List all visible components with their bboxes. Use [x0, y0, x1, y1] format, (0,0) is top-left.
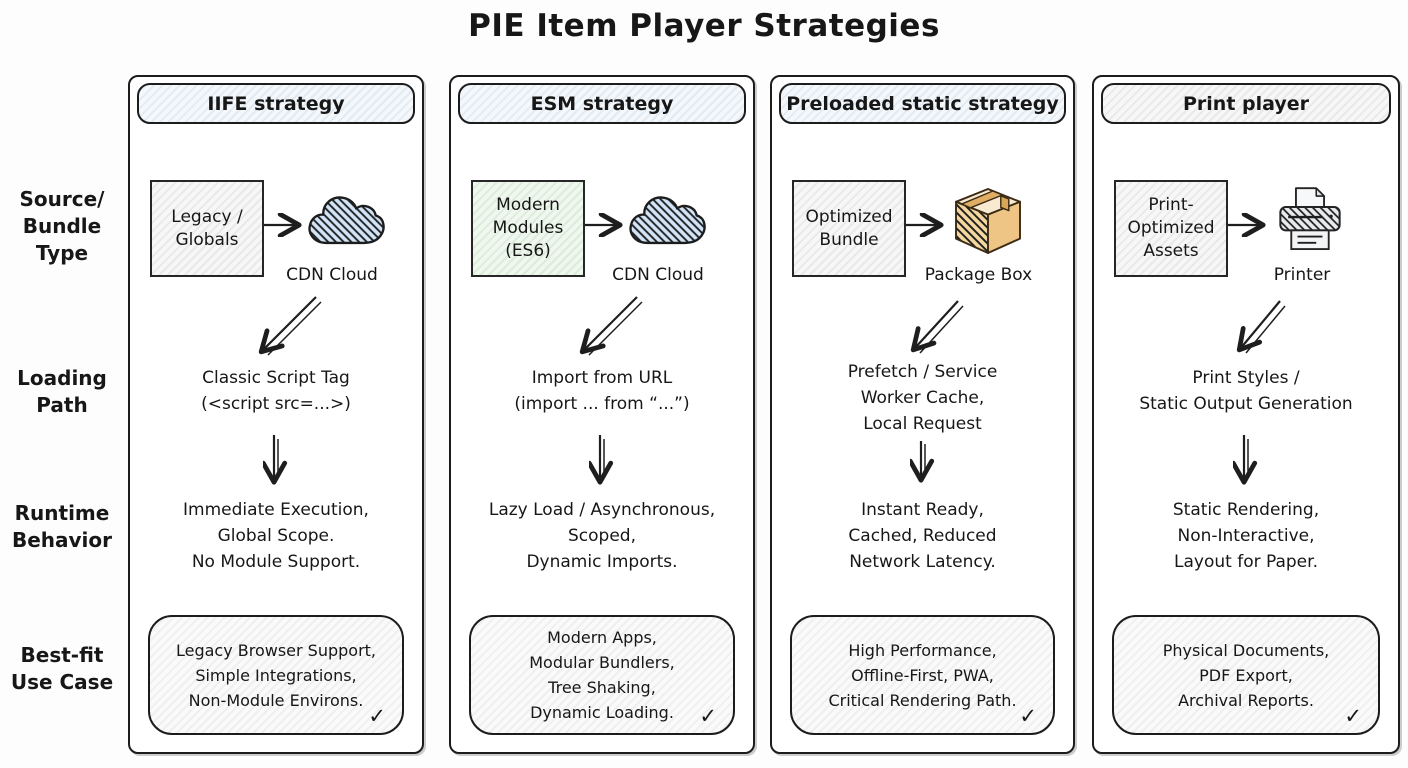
runtime-behavior-text: Static Rendering, Non-Interactive, Layou… — [1172, 500, 1320, 572]
use-case-text: High Performance, Offline-First, PWA, Cr… — [828, 640, 1017, 710]
loading-path-text: Prefetch / Service Worker Cache, Local R… — [847, 362, 998, 434]
column-header: Print player — [1101, 83, 1391, 124]
column-header-label: Print player — [1182, 92, 1310, 115]
use-case-box: High Performance, Offline-First, PWA, Cr… — [790, 615, 1055, 735]
arrow-right-icon — [1228, 213, 1266, 237]
column-header-label: IIFE strategy — [207, 92, 345, 115]
row-label-best-fit-use-case: Best-fit Use Case — [10, 643, 114, 694]
icon-label: CDN Cloud — [286, 265, 378, 285]
arrow-diagonal-icon — [258, 296, 322, 356]
page-title: PIE Item Player Strategies — [468, 8, 940, 44]
arrow-diagonal-icon — [579, 296, 643, 356]
source-box: Modern Modules (ES6) — [471, 180, 585, 277]
arrow-down-icon — [263, 435, 288, 485]
loading-path-text: Import from URL (import ... from “...”) — [514, 368, 690, 414]
source-box-label: Modern Modules (ES6) — [492, 195, 564, 261]
column-header: IIFE strategy — [137, 83, 415, 124]
source-box: Legacy / Globals — [150, 180, 264, 277]
checkmark-icon: ✓ — [1019, 704, 1037, 728]
column-preloaded-static-strategy: Preloaded static strategy Optimized Bund… — [770, 75, 1075, 754]
column-print-player: Print player Print- Optimized Assets Pri… — [1092, 75, 1400, 754]
cloud-icon — [623, 180, 711, 262]
column-header-label: Preloaded static strategy — [786, 92, 1059, 115]
icon-label: Package Box — [924, 265, 1033, 285]
arrow-right-icon — [585, 213, 623, 237]
cloud-icon — [302, 180, 390, 262]
use-case-text: Physical Documents, PDF Export, Archival… — [1162, 640, 1330, 710]
package-box-icon — [944, 180, 1032, 262]
use-case-box: Legacy Browser Support, Simple Integrati… — [148, 615, 404, 735]
arrow-down-icon — [1233, 435, 1258, 485]
column-header: ESM strategy — [458, 83, 746, 124]
source-box-label: Print- Optimized Assets — [1127, 195, 1215, 261]
runtime-behavior-text: Instant Ready, Cached, Reduced Network L… — [848, 500, 997, 572]
checkmark-icon: ✓ — [1344, 704, 1362, 728]
loading-path-text: Classic Script Tag (<script src=...>) — [201, 368, 351, 414]
runtime-behavior-text: Lazy Load / Asynchronous, Scoped, Dynami… — [488, 500, 716, 572]
row-label-loading-path: Loading Path — [17, 366, 107, 417]
arrow-down-icon — [909, 441, 934, 483]
runtime-behavior-text: Immediate Execution, Global Scope. No Mo… — [183, 500, 369, 572]
arrow-diagonal-icon — [910, 300, 964, 354]
arrow-down-icon — [589, 435, 614, 485]
checkmark-icon: ✓ — [699, 704, 717, 728]
icon-label: CDN Cloud — [612, 265, 704, 285]
use-case-box: Modern Apps, Modular Bundlers, Tree Shak… — [469, 615, 735, 735]
loading-path-text: Print Styles / Static Output Generation — [1139, 368, 1353, 414]
column-esm-strategy: ESM strategy Modern Modules (ES6) CDN Cl… — [449, 75, 755, 754]
arrow-diagonal-icon — [1236, 300, 1286, 354]
row-label-source-bundle-type: Source/ Bundle Type — [19, 187, 105, 265]
column-iife-strategy: IIFE strategy Legacy / Globals CDN Cloud… — [128, 75, 424, 754]
source-box: Print- Optimized Assets — [1114, 180, 1228, 277]
arrow-right-icon — [264, 213, 302, 237]
use-case-text: Legacy Browser Support, Simple Integrati… — [175, 640, 377, 710]
row-label-runtime-behavior: Runtime Behavior — [11, 501, 113, 552]
checkmark-icon: ✓ — [368, 704, 386, 728]
printer-icon — [1266, 180, 1354, 262]
source-box-label: Legacy / Globals — [171, 206, 243, 250]
source-box-label: Optimized Bundle — [805, 206, 893, 250]
column-header-label: ESM strategy — [530, 92, 674, 115]
column-header: Preloaded static strategy — [779, 83, 1066, 124]
icon-label: Printer — [1273, 265, 1331, 285]
arrow-right-icon — [906, 213, 944, 237]
source-box: Optimized Bundle — [792, 180, 906, 277]
use-case-box: Physical Documents, PDF Export, Archival… — [1112, 615, 1380, 735]
use-case-text: Modern Apps, Modular Bundlers, Tree Shak… — [529, 628, 675, 722]
